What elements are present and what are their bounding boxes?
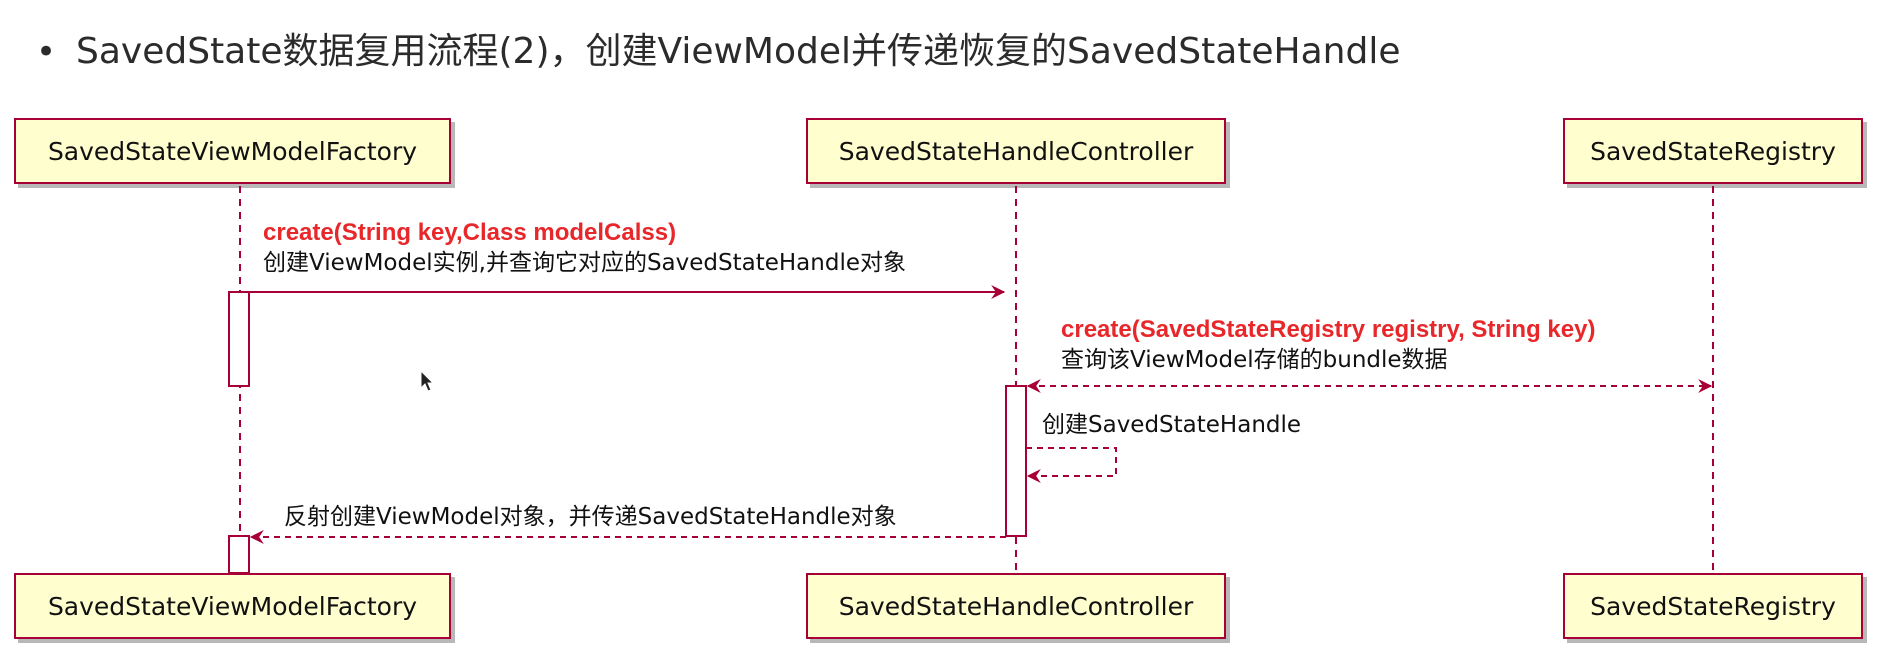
mouse-cursor-icon [420,370,435,392]
activation-controller [1005,385,1027,537]
message-signature-1: create(String key,Class modelCalss) [263,219,677,246]
activation-factory [228,291,250,387]
slide-title-text: SavedState数据复用流程(2)，创建ViewModel并传递恢复的Sav… [76,31,1401,72]
message-description-1: 创建ViewModel实例,并查询它对应的SavedStateHandle对象 [263,250,906,276]
message-label-4: 反射创建ViewModel对象，并传递SavedStateHandle对象 [284,502,897,532]
participant-factory-bottom: SavedStateViewModelFactory [14,573,451,639]
participant-controller-bottom: SavedStateHandleController [806,573,1226,639]
message-signature-2: create(SavedStateRegistry registry, Stri… [1061,316,1596,343]
message-label-1: create(String key,Class modelCalss) 创建Vi… [263,218,906,278]
participant-registry-bottom: SavedStateRegistry [1563,573,1863,639]
message-label-2: create(SavedStateRegistry registry, Stri… [1061,315,1595,375]
message-description-2: 查询该ViewModel存储的bundle数据 [1061,347,1448,373]
message-description-3: 创建SavedStateHandle [1042,412,1302,438]
activation-factory-return [228,535,250,574]
slide-title: SavedState数据复用流程(2)，创建ViewModel并传递恢复的Sav… [36,22,1400,74]
participant-factory-top: SavedStateViewModelFactory [14,118,451,184]
participant-registry-top: SavedStateRegistry [1563,118,1863,184]
message-arrow-3 [1026,447,1117,483]
participant-controller-top: SavedStateHandleController [806,118,1226,184]
message-description-4: 反射创建ViewModel对象，并传递SavedStateHandle对象 [284,504,897,530]
message-label-3: 创建SavedStateHandle [1042,410,1301,440]
